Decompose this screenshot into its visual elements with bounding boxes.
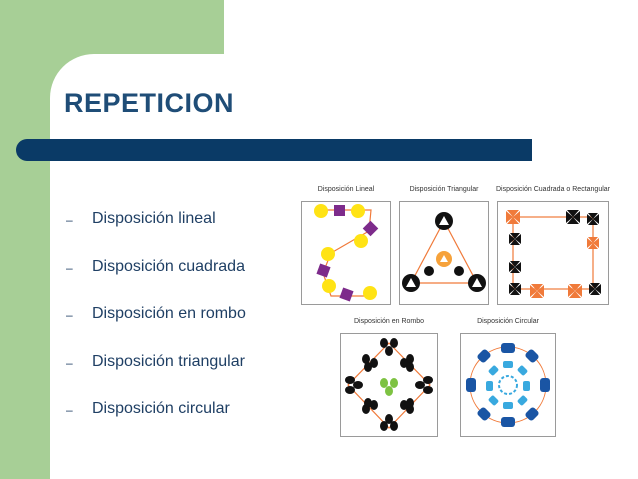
bullet-text: Disposición lineal — [92, 210, 216, 227]
bullet-text: Disposición cuadrada — [92, 257, 245, 275]
slide-title: REPETICION — [64, 88, 235, 118]
bullet-item: – Disposición lineal — [66, 210, 246, 258]
bullet-list: – Disposición lineal – Disposición cuadrad… — [66, 210, 246, 448]
caption-rombo: Disposición en Rombo — [353, 318, 425, 325]
bullet-dash: – — [66, 355, 73, 370]
bullet-dash: – — [66, 308, 73, 322]
panel-rombo: Disposición en Rombo — [337, 318, 441, 440]
bullet-item: – Disposición cuadrada — [66, 258, 246, 306]
lineal-pattern-illustration — [301, 201, 391, 305]
caption-triangular: Disposición Triangular — [409, 186, 479, 193]
bullet-dash: – — [66, 213, 73, 227]
rombo-pattern-illustration — [340, 333, 438, 437]
cuadrada-pattern-illustration — [497, 201, 609, 305]
triangular-pattern-illustration — [399, 201, 489, 305]
caption-circular: Disposición Circular — [477, 318, 539, 325]
panel-triangular: Disposición Triangular — [396, 186, 492, 310]
caption-lineal: Disposición Lineal — [317, 186, 375, 193]
bullet-text: Disposición en rombo — [92, 305, 246, 322]
bullet-item: – Disposición en rombo — [66, 305, 246, 353]
caption-cuadrada: Disposición Cuadrada o Rectangular — [495, 186, 610, 193]
bullet-item: – Disposición circular — [66, 400, 246, 448]
bullet-text: Disposición triangular — [92, 352, 245, 370]
bullet-dash: – — [66, 260, 73, 275]
bullet-text: Disposición circular — [92, 400, 230, 417]
bullet-item: – Disposición triangular — [66, 353, 246, 401]
panel-cuadrada: Disposición Cuadrada o Rectangular — [494, 186, 612, 310]
bullet-dash: – — [66, 403, 73, 417]
title-underline-bar — [16, 139, 532, 161]
panel-circular: Disposición Circular — [457, 318, 559, 440]
panel-lineal: Disposición Lineal — [298, 186, 394, 310]
circular-pattern-illustration — [460, 333, 556, 437]
